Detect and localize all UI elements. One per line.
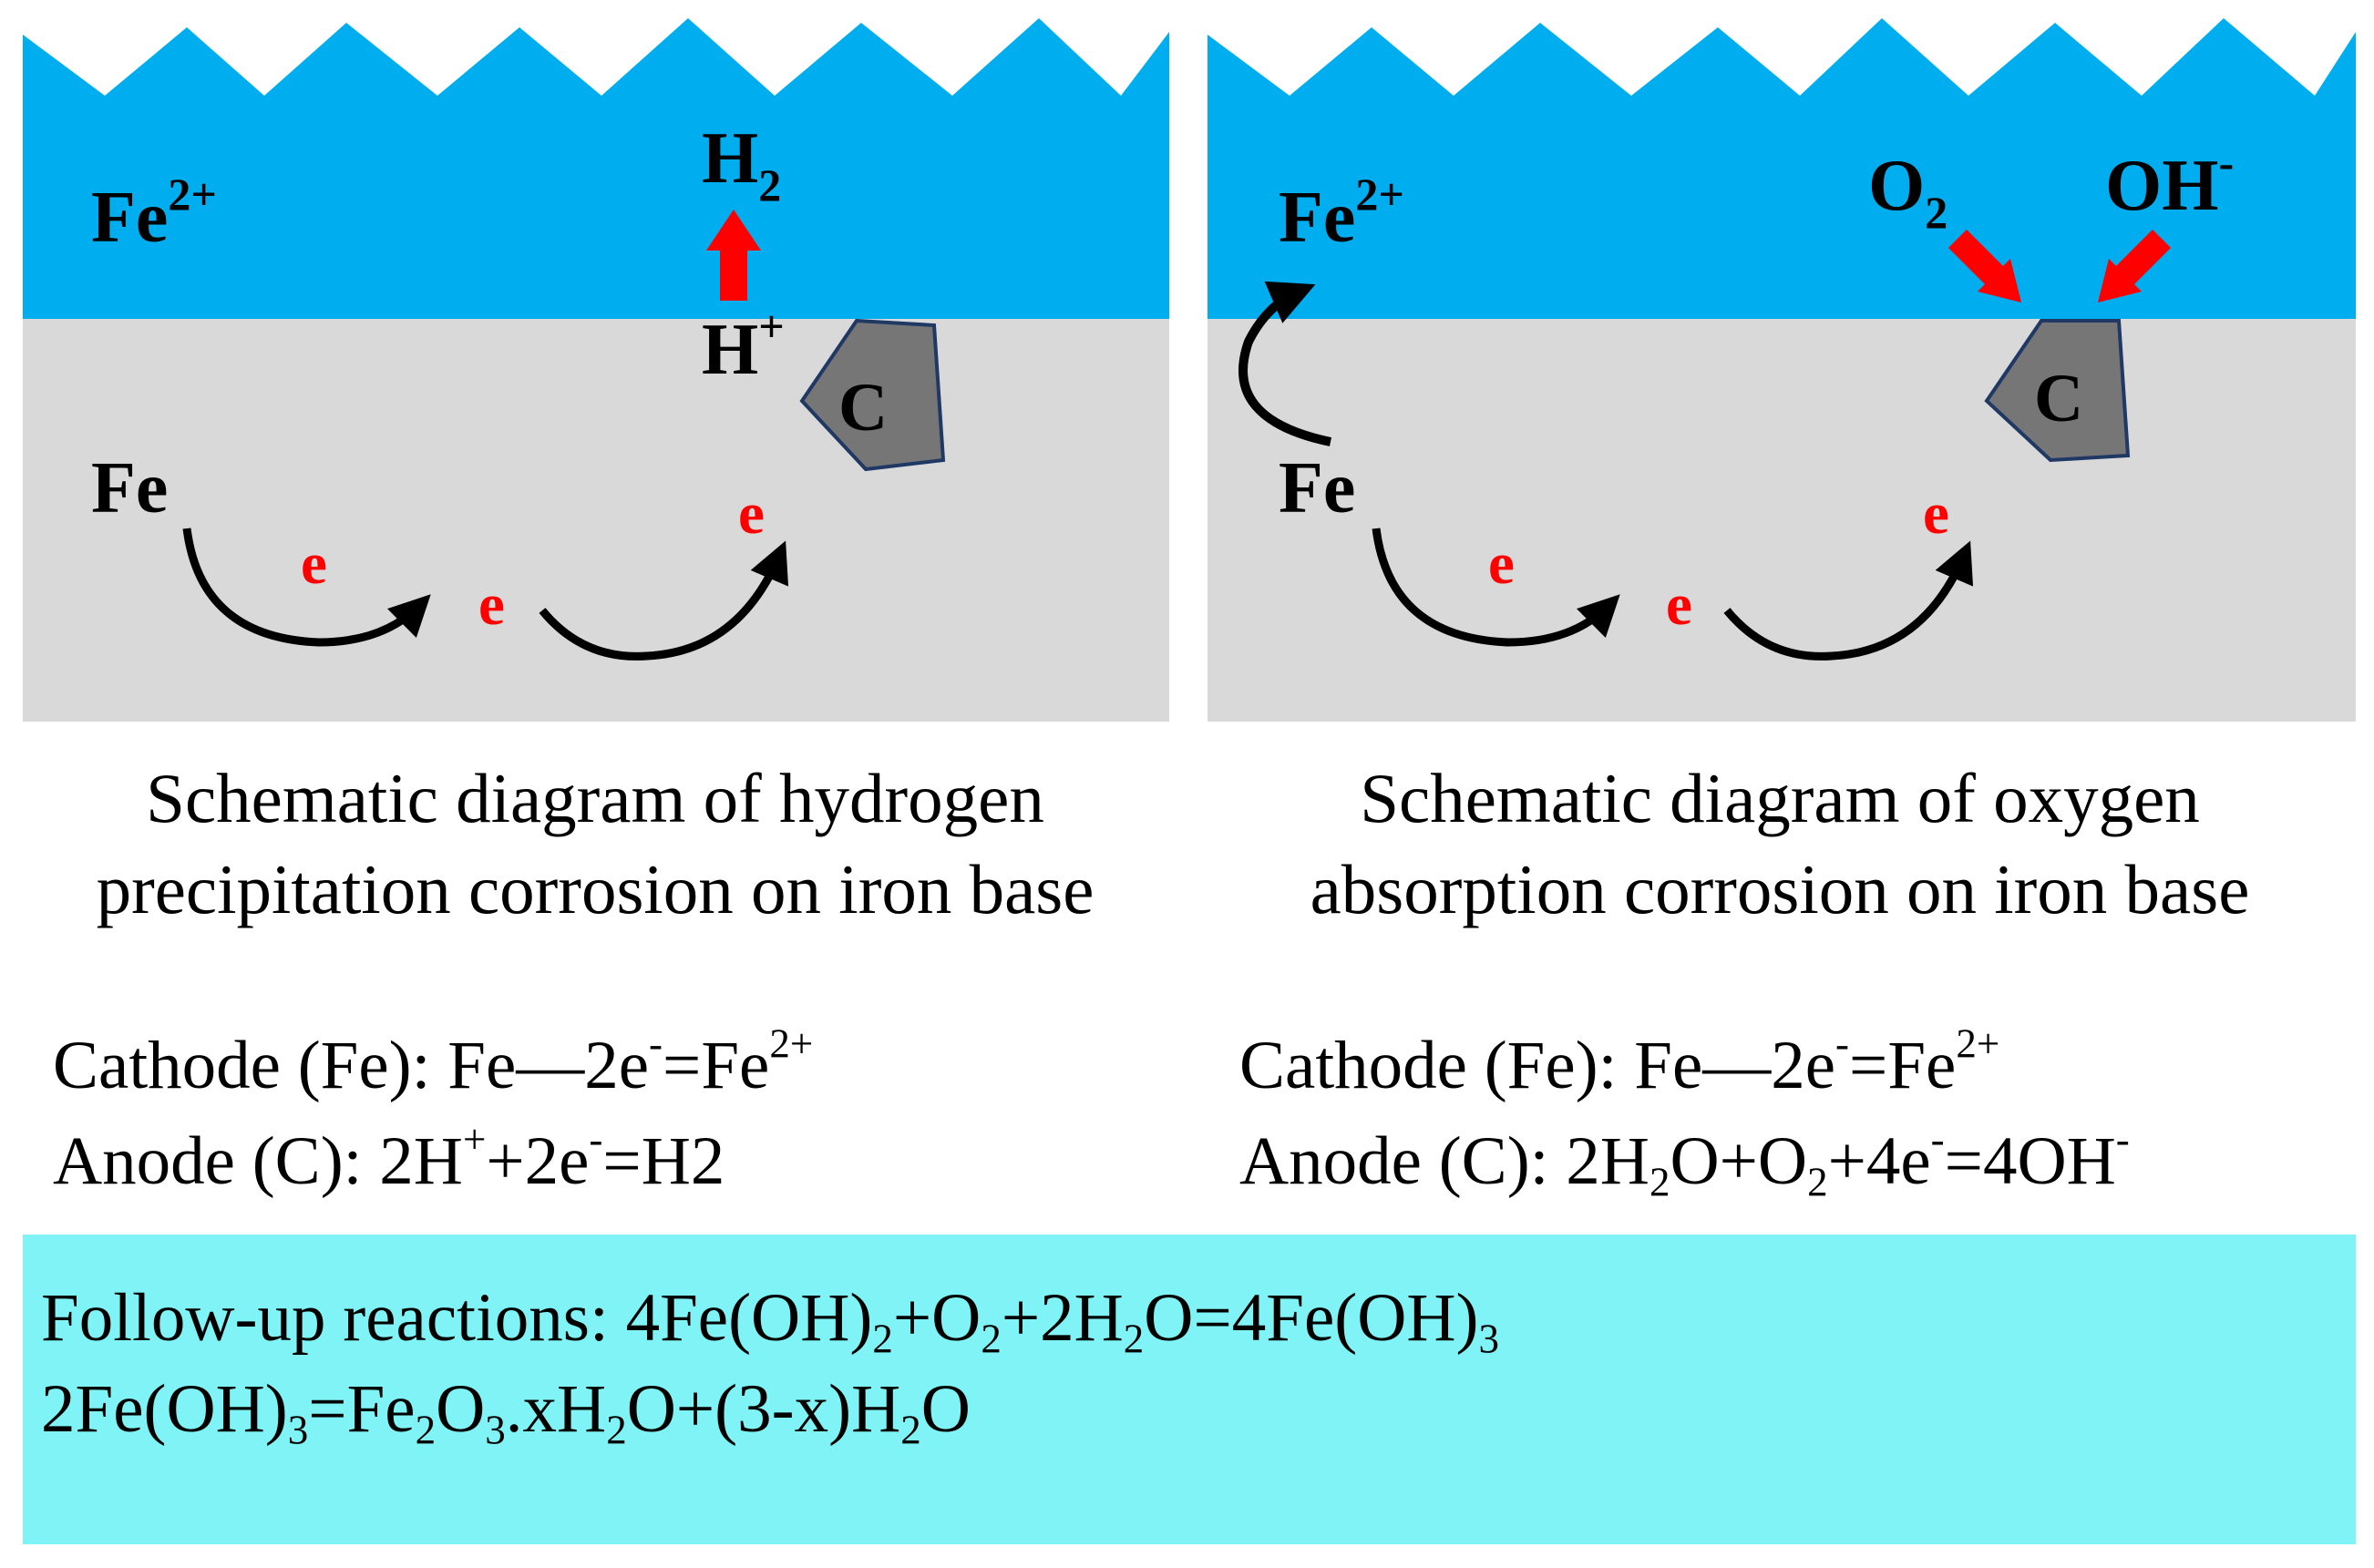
left-panel: Fe2+ H2 H+ C Fe e e e bbox=[23, 18, 1169, 722]
left-fe-ion-label: Fe2+ bbox=[91, 169, 217, 258]
left-anode-equation: Anode (C): 2H++2e-=H2 bbox=[53, 1116, 725, 1199]
right-electrolyte bbox=[1208, 18, 2356, 319]
right-cathode-equation: Cathode (Fe): Fe—2e-=Fe2+ bbox=[1239, 1020, 2000, 1103]
left-cathode-equation: Cathode (Fe): Fe—2e-=Fe2+ bbox=[53, 1020, 814, 1103]
left-caption-line-1: Schematic diagram of hydrogen bbox=[146, 759, 1044, 837]
right-fe-ion-label: Fe2+ bbox=[1279, 169, 1404, 258]
followup-equation-1: Follow-up reactions: 4Fe(OH)2+O2+2H2O=4F… bbox=[41, 1280, 1500, 1362]
left-carbon-label: C bbox=[838, 370, 888, 446]
left-electron-2: e bbox=[478, 572, 505, 638]
o2-inflow-arrow bbox=[1948, 230, 2021, 302]
right-panel: Fe2+ O2 OH- C Fe e e e bbox=[1208, 18, 2356, 722]
right-anode-equation: Anode (C): 2H2O+O2+4e-=4OH- bbox=[1239, 1116, 2130, 1205]
right-fe-label: Fe bbox=[1279, 448, 1355, 528]
right-metal-base bbox=[1208, 319, 2356, 722]
left-electron-1: e bbox=[301, 531, 327, 597]
right-electron-2: e bbox=[1666, 572, 1692, 638]
left-electron-arrow-2 bbox=[539, 540, 789, 661]
right-caption: Schematic diagram of oxygen absorption c… bbox=[1192, 753, 2368, 935]
right-carbon-label: C bbox=[2034, 361, 2083, 436]
right-caption-line-1: Schematic diagram of oxygen bbox=[1360, 759, 2200, 837]
left-h2-label: H2 bbox=[702, 118, 781, 210]
left-caption-line-2: precipitation corrosion on iron base bbox=[96, 850, 1095, 928]
h2-release-arrow bbox=[706, 210, 761, 301]
left-metal-base bbox=[23, 319, 1169, 722]
right-electron-arrow-2 bbox=[1723, 540, 1974, 661]
fe-dissolution-arrow bbox=[1238, 281, 1332, 446]
oh-outflow-arrow bbox=[2098, 230, 2171, 302]
right-carbon-particle bbox=[1984, 319, 2131, 463]
right-electron-1: e bbox=[1488, 531, 1515, 597]
left-fe-label: Fe bbox=[91, 448, 168, 528]
right-oh-label: OH- bbox=[2105, 137, 2234, 226]
left-h-plus-label: H+ bbox=[702, 301, 785, 390]
right-o2-label: O2 bbox=[1868, 146, 1948, 238]
left-caption: Schematic diagram of hydrogen precipitat… bbox=[7, 753, 1183, 935]
right-electron-arrow-1 bbox=[1372, 528, 1620, 647]
followup-reactions-box: Follow-up reactions: 4Fe(OH)2+O2+2H2O=4F… bbox=[23, 1235, 2356, 1544]
left-carbon-particle bbox=[799, 318, 946, 472]
left-electron-3: e bbox=[738, 481, 765, 547]
followup-equation-2: 2Fe(OH)3=Fe2O3.xH2O+(3-x)H2O bbox=[41, 1371, 971, 1453]
right-caption-line-2: absorption corrosion on iron base bbox=[1310, 850, 2250, 928]
left-electrolyte bbox=[23, 18, 1169, 319]
left-electron-arrow-1 bbox=[182, 528, 431, 647]
right-electron-3: e bbox=[1923, 481, 1949, 547]
